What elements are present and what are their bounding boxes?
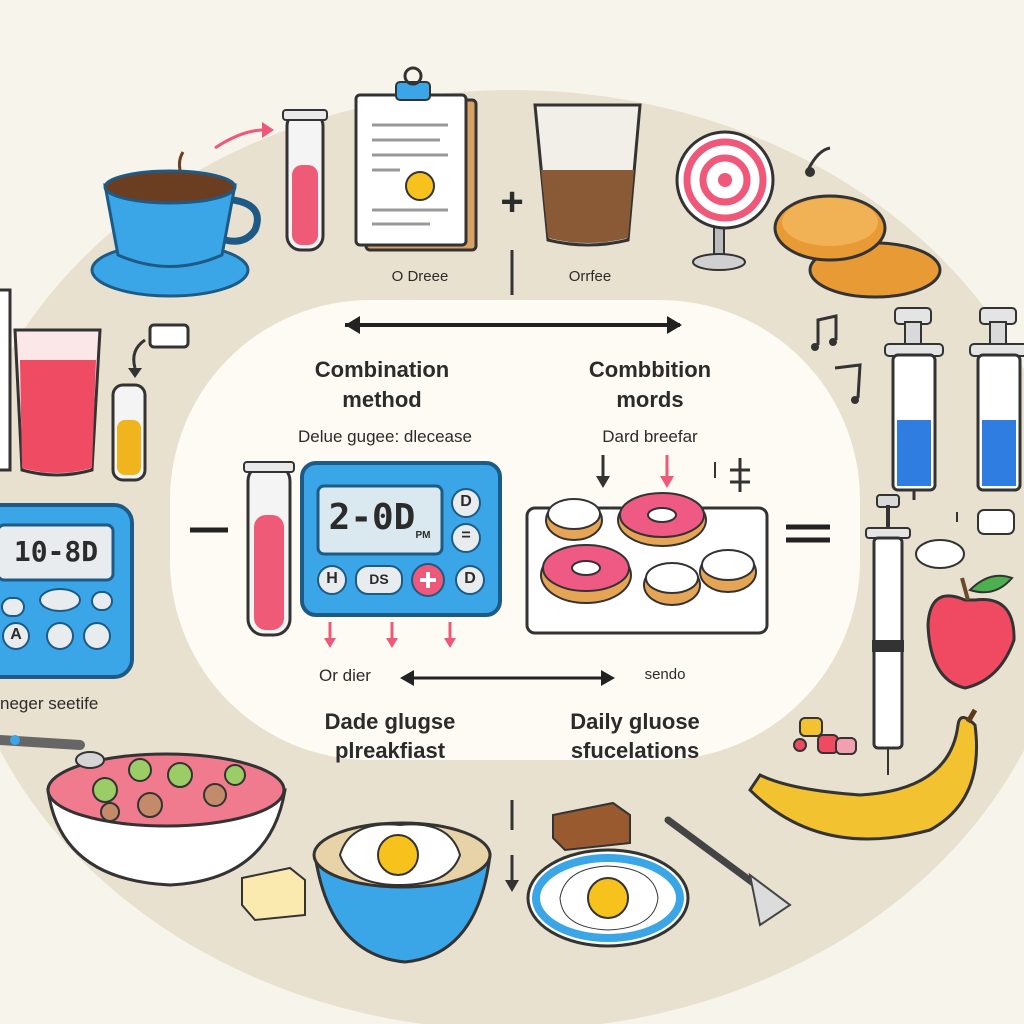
pink-down-arrows [324,622,456,648]
coffee-cup-icon [90,151,261,298]
ruler-icon [0,288,12,472]
inner-panel [170,300,860,760]
plus-operator: + [500,180,524,224]
bottom-right-line1: Daily gluose [570,709,700,734]
center-meter-button-h: H [326,570,338,587]
egg-bowl-icon [312,821,492,964]
center-meter-side-button-2: = [461,527,471,544]
center-meter-display: 2-0D [328,497,416,538]
syringe-icon-1 [884,307,944,500]
right-sub: Dard breefar [602,427,698,446]
bottom-right-line2: sfucelations [570,738,700,763]
top-double-arrow [345,316,682,334]
test-tube-icon [282,109,328,252]
glass-icon [533,103,642,247]
butter-icon [241,866,306,922]
left-heading-line1: Combination [314,357,450,382]
left-device-caption: neger seetife [0,694,99,713]
center-test-tube-icon [243,461,295,637]
egg-plate-icon [526,848,690,948]
pills-icon [915,509,1015,569]
top-right-caption: Orrfee [568,268,612,285]
center-meter-side-button-1: D [460,493,472,510]
syringe-icon-2 [969,307,1024,492]
brown-cake-icon [552,801,631,852]
flow-left-label: Or dier [319,666,371,685]
left-glucose-meter-icon [0,503,134,679]
apple-icon [926,574,1016,690]
left-meter-button-a: A [10,626,22,643]
music-note-1 [806,146,831,171]
center-glucose-meter-icon [300,461,502,617]
center-meter-side-button-3: D [464,570,476,587]
left-sub: Delue gugee: dlecease [298,427,472,446]
flow-right-label: sendo [644,666,686,683]
soup-bowl-icon [46,752,287,887]
center-meter-button-ds: DS [369,571,389,587]
music-note-2 [811,314,862,404]
right-heading-line2: mords [616,387,684,412]
cookies-icon [773,194,942,299]
equals-operator [786,524,830,543]
right-heading-line1: Combbition [588,357,712,382]
fork-icon [664,816,792,927]
clipboard-icon [354,66,478,252]
donut-tray-icon [525,492,769,635]
top-left-caption: O Dreee [391,268,449,285]
syringe-icon-3 [865,494,911,775]
speech-arrow-icon [128,323,190,378]
small-test-tube-icon [111,383,147,482]
flow-arrow [400,670,615,686]
spoon-icon [0,735,105,769]
donut-arrows [596,455,750,492]
juice-glass-icon [13,328,102,477]
bottom-left-line1: Dade glugse [324,709,456,734]
bottom-left-line2: plreakfiast [334,738,446,763]
center-meter-unit: PM [415,530,431,541]
left-meter-display: 10-8D [13,535,99,568]
lollipop-icon [675,130,775,271]
candies-icon [793,717,857,755]
banana-icon [748,708,979,841]
left-heading-line2: method [342,387,422,412]
bottom-down-arrow [505,855,519,892]
